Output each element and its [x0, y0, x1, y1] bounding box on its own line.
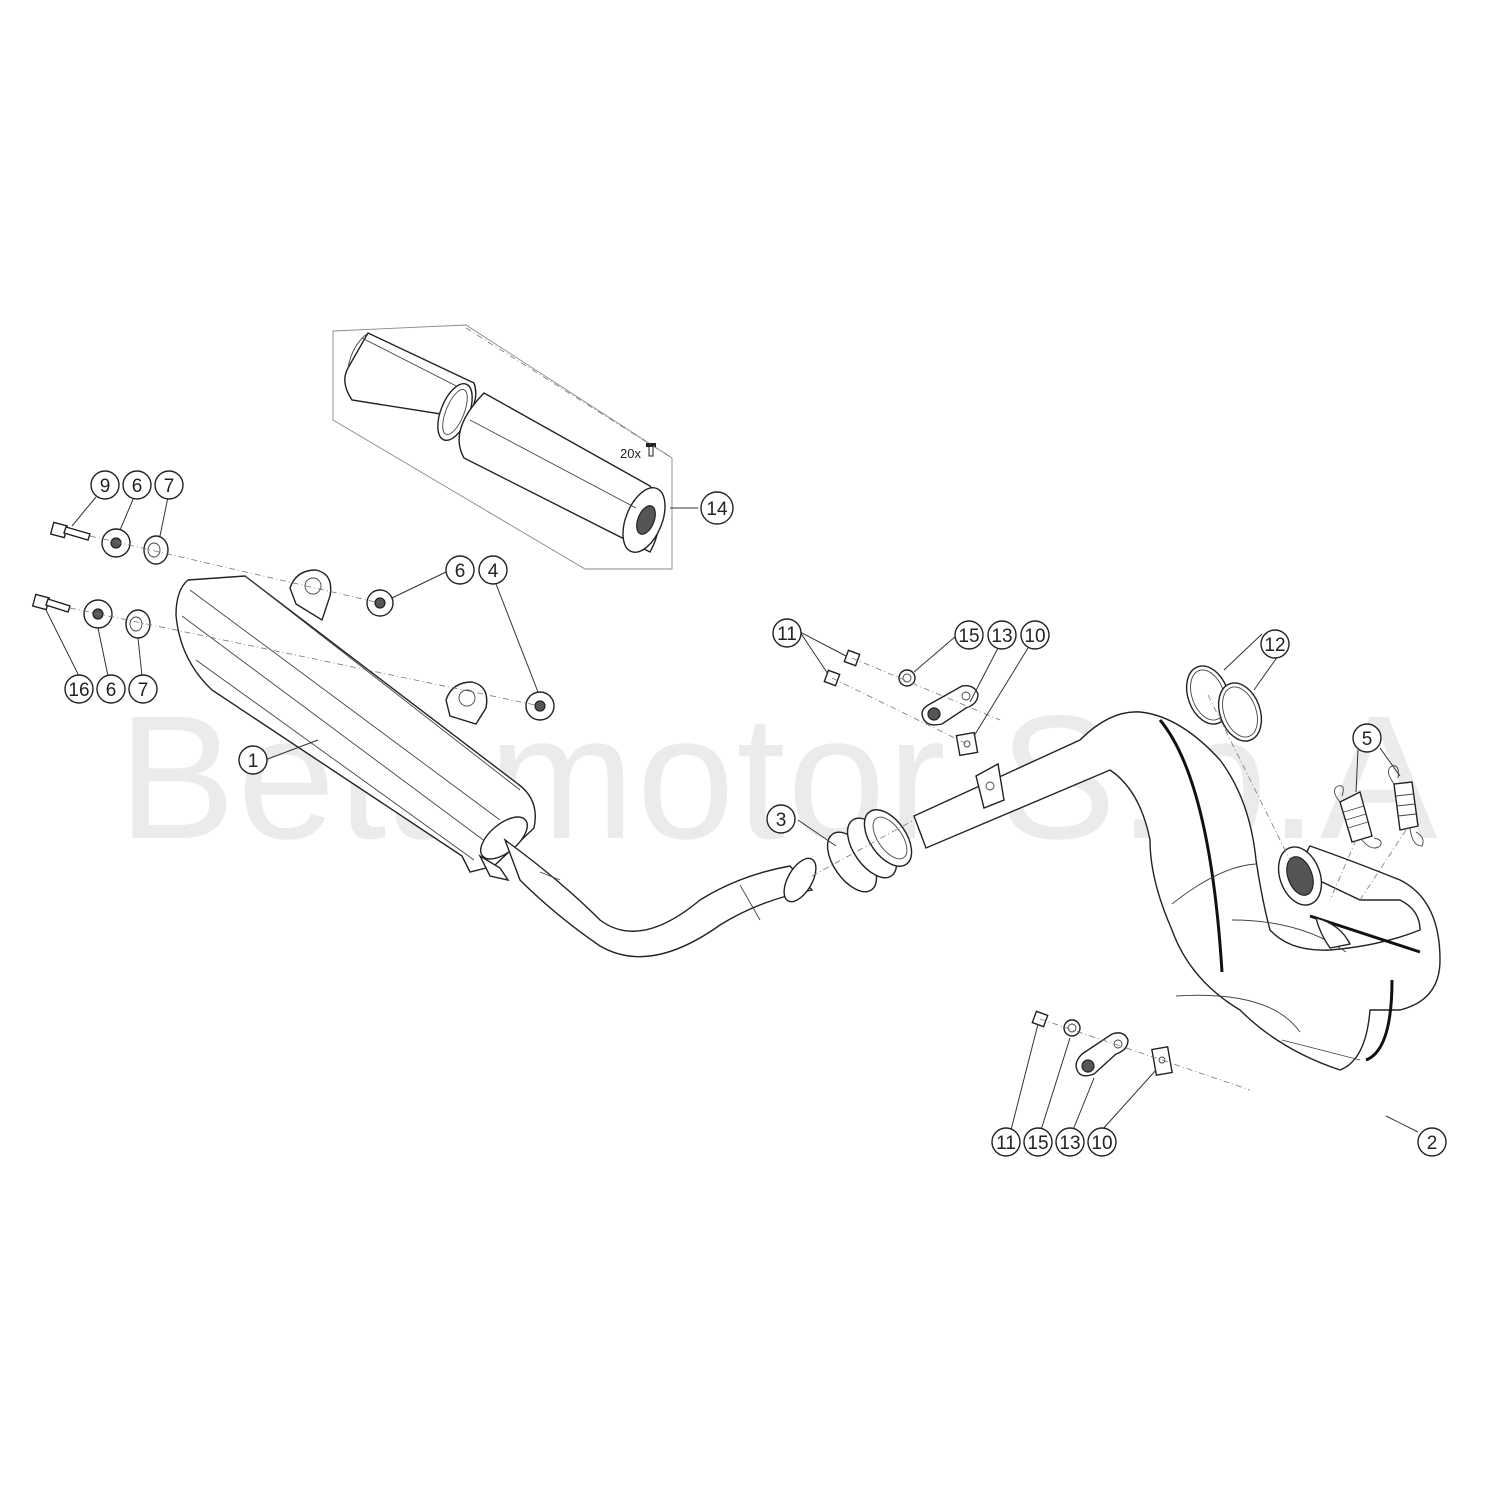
svg-text:13: 13	[991, 626, 1012, 647]
springs	[1334, 765, 1424, 849]
svg-text:15: 15	[958, 626, 979, 647]
callouts: 9 6 7 6 4 16 6 7 1 14 3 11 15 13 10 12 5…	[64, 470, 1447, 1157]
rivet-icon	[646, 443, 656, 457]
svg-text:7: 7	[164, 476, 175, 497]
leader-lines	[45, 496, 1419, 1133]
svg-text:16: 16	[68, 680, 89, 701]
callout-11: 11	[772, 618, 802, 648]
callout-6: 6	[122, 470, 152, 500]
callout-4: 4	[478, 555, 508, 585]
callout-10: 10	[1087, 1127, 1117, 1157]
callout-9: 9	[90, 470, 120, 500]
rivet-quantity: 20x	[620, 446, 641, 461]
packing-kit-box: 20x	[332, 324, 673, 570]
callout-15: 15	[1023, 1127, 1053, 1157]
callout-1: 1	[238, 745, 268, 775]
callout-6: 6	[445, 555, 475, 585]
bolt-upper	[49, 521, 91, 541]
silencer	[175, 569, 536, 882]
assembly-lines	[69, 327, 1407, 1091]
svg-text:13: 13	[1059, 1133, 1080, 1154]
callout-6: 6	[96, 674, 126, 704]
callout-7: 7	[154, 470, 184, 500]
callout-7: 7	[128, 674, 158, 704]
svg-text:6: 6	[106, 680, 117, 701]
expansion-chamber	[913, 711, 1441, 1071]
callout-13: 13	[987, 620, 1017, 650]
svg-text:9: 9	[100, 476, 111, 497]
callout-14: 14	[700, 491, 734, 525]
header-fasteners-lower	[1031, 1010, 1173, 1077]
silencer-fasteners	[31, 521, 555, 721]
callout-5: 5	[1352, 723, 1382, 753]
callout-10: 10	[1020, 620, 1050, 650]
svg-text:1: 1	[248, 751, 259, 772]
o-rings	[1185, 665, 1263, 742]
callout-16: 16	[64, 674, 94, 704]
callout-12: 12	[1260, 629, 1290, 659]
callout-3: 3	[766, 804, 796, 834]
svg-text:10: 10	[1091, 1133, 1112, 1154]
svg-text:6: 6	[132, 476, 143, 497]
svg-text:3: 3	[776, 810, 787, 831]
link-pipe	[503, 838, 817, 958]
callout-15: 15	[954, 620, 984, 650]
svg-text:15: 15	[1027, 1133, 1048, 1154]
packing-tube-left	[344, 332, 477, 419]
svg-text:11: 11	[996, 1133, 1016, 1154]
svg-text:6: 6	[455, 561, 466, 582]
callout-2: 2	[1417, 1127, 1447, 1157]
svg-text:4: 4	[488, 561, 499, 582]
bolt-lower	[31, 593, 71, 613]
svg-text:11: 11	[777, 624, 797, 645]
callout-11: 11	[991, 1127, 1021, 1157]
callout-13: 13	[1055, 1127, 1085, 1157]
svg-text:2: 2	[1427, 1133, 1438, 1154]
svg-text:14: 14	[706, 499, 728, 520]
header-fasteners-upper	[823, 649, 979, 757]
svg-text:5: 5	[1362, 729, 1373, 750]
svg-text:10: 10	[1024, 626, 1045, 647]
svg-text:12: 12	[1264, 635, 1285, 656]
coupling-sleeve	[826, 809, 913, 893]
svg-text:7: 7	[138, 680, 149, 701]
packing-tube-right	[458, 392, 666, 553]
